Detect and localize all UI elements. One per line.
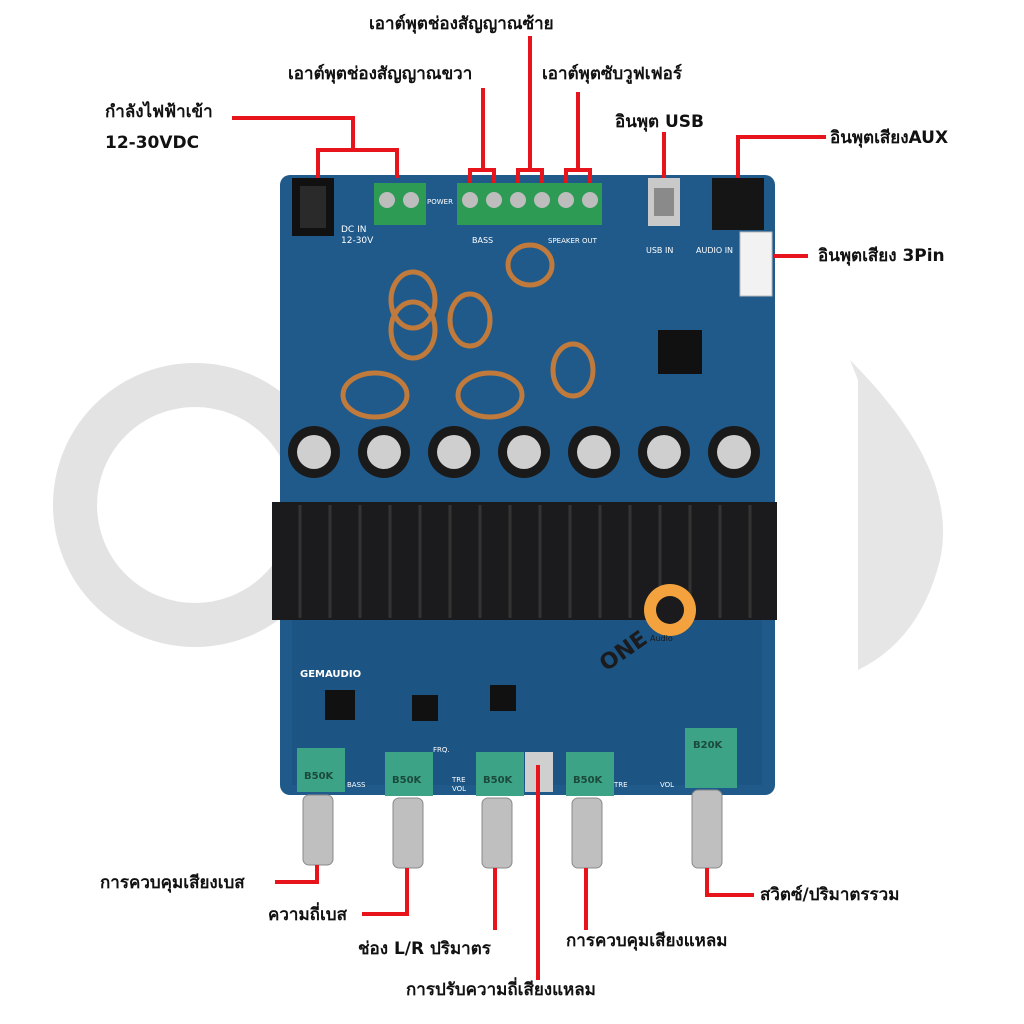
aux-jack xyxy=(712,178,764,230)
label-usb-input: อินพุต USB xyxy=(615,112,705,132)
board-speaker-out: SPEAKER OUT xyxy=(548,237,597,245)
knob-label-tre-vol: TRE VOL xyxy=(452,776,467,793)
pot-label-2: B50K xyxy=(392,775,422,786)
knob-label-bass: BASS xyxy=(347,781,366,789)
board-bass-out: BASS xyxy=(472,236,494,245)
label-aux-input: อินพุตเสียงAUX xyxy=(830,128,949,148)
knob-label-vol: VOL xyxy=(660,781,675,789)
label-lr-volume: ช่อง L/R ปริมาตร xyxy=(358,939,491,959)
speaker-terminal-block xyxy=(457,183,602,225)
label-right-channel-out: เอาต์พุตช่องสัญญาณขวา xyxy=(288,64,473,84)
watermark-sub: Audio xyxy=(650,634,673,643)
label-bass-frequency: ความถี่เบส xyxy=(268,905,347,925)
board-brand: GEMAUDIO xyxy=(300,669,362,680)
label-treble-control: การควบคุมเสียงแหลม xyxy=(566,931,728,951)
label-pin3-input: อินพุตเสียง 3Pin xyxy=(818,246,945,266)
inductors xyxy=(340,242,596,420)
label-master-volume: สวิตซ์/ปริมาตรรวม xyxy=(760,885,900,905)
heatsink xyxy=(272,502,777,620)
label-treble-frequency: การปรับความถี่เสียงแหลม xyxy=(406,980,596,1000)
board-usb-in: USB IN xyxy=(646,246,674,255)
board-power: POWER xyxy=(427,198,453,206)
pot-label-5: B20K xyxy=(693,740,723,751)
knob-label-tre: TRE xyxy=(614,781,628,789)
potentiometers xyxy=(297,728,737,796)
main-chip xyxy=(658,330,702,374)
knob-shafts xyxy=(302,789,723,869)
knob-label-frq: FRQ. xyxy=(433,746,450,754)
label-power-input-line2: 12-30VDC xyxy=(105,133,200,153)
pin3-connector xyxy=(739,231,773,297)
pot-label-4: B50K xyxy=(573,775,603,786)
label-bass-control: การควบคุมเสียงเบส xyxy=(100,873,245,893)
board-dc-in: DC IN xyxy=(341,225,367,235)
pot-label-1: B50K xyxy=(304,771,334,782)
power-terminal xyxy=(374,183,426,225)
leader-lines xyxy=(232,36,826,980)
label-left-channel-out: เอาต์พุตช่องสัญญาณซ้าย xyxy=(369,14,554,34)
label-subwoofer-out: เอาต์พุตซับวูฟเฟอร์ xyxy=(542,64,682,84)
pot-label-3: B50K xyxy=(483,775,513,786)
label-power-input-line1: กำลังไฟฟ้าเข้า xyxy=(105,102,213,122)
board-dc-volt: 12-30V xyxy=(341,236,374,246)
board-audio-in: AUDIO IN xyxy=(696,246,734,255)
capacitors xyxy=(288,426,760,478)
